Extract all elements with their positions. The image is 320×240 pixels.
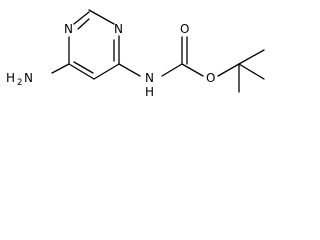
atom-n1: N [64,22,73,36]
bond-c6-nh2 [51,63,70,74]
atom-nh2-h: H [6,71,15,85]
chemical-structure: N N O O N H H 2 N [6,9,265,99]
atom-o-ester: O [206,71,215,85]
bond-n1-c2-inner [77,18,90,30]
atom-n3: N [114,22,123,36]
bond-cq-me1 [238,49,265,65]
bond-nh-carbonyl [161,63,183,77]
bond-carbonyl-ester-o [181,63,204,77]
atom-nh-h: H [145,85,154,99]
bond-c4-c5 [93,63,120,80]
bond-c5-c6 [68,63,95,80]
atom-nh2-n: N [24,71,33,85]
atom-nh-n: N [145,71,154,85]
atom-o-carbonyl: O [180,22,189,36]
bond-cq-me2 [238,63,265,80]
atom-nh2-subscript: 2 [17,78,22,88]
bond-c4-nh [118,63,141,77]
bond-n1-c2 [73,11,90,25]
bond-c5-c6-inner [73,61,94,74]
bond-c2-n3 [88,9,115,25]
bond-ester-o-cq [217,63,240,77]
